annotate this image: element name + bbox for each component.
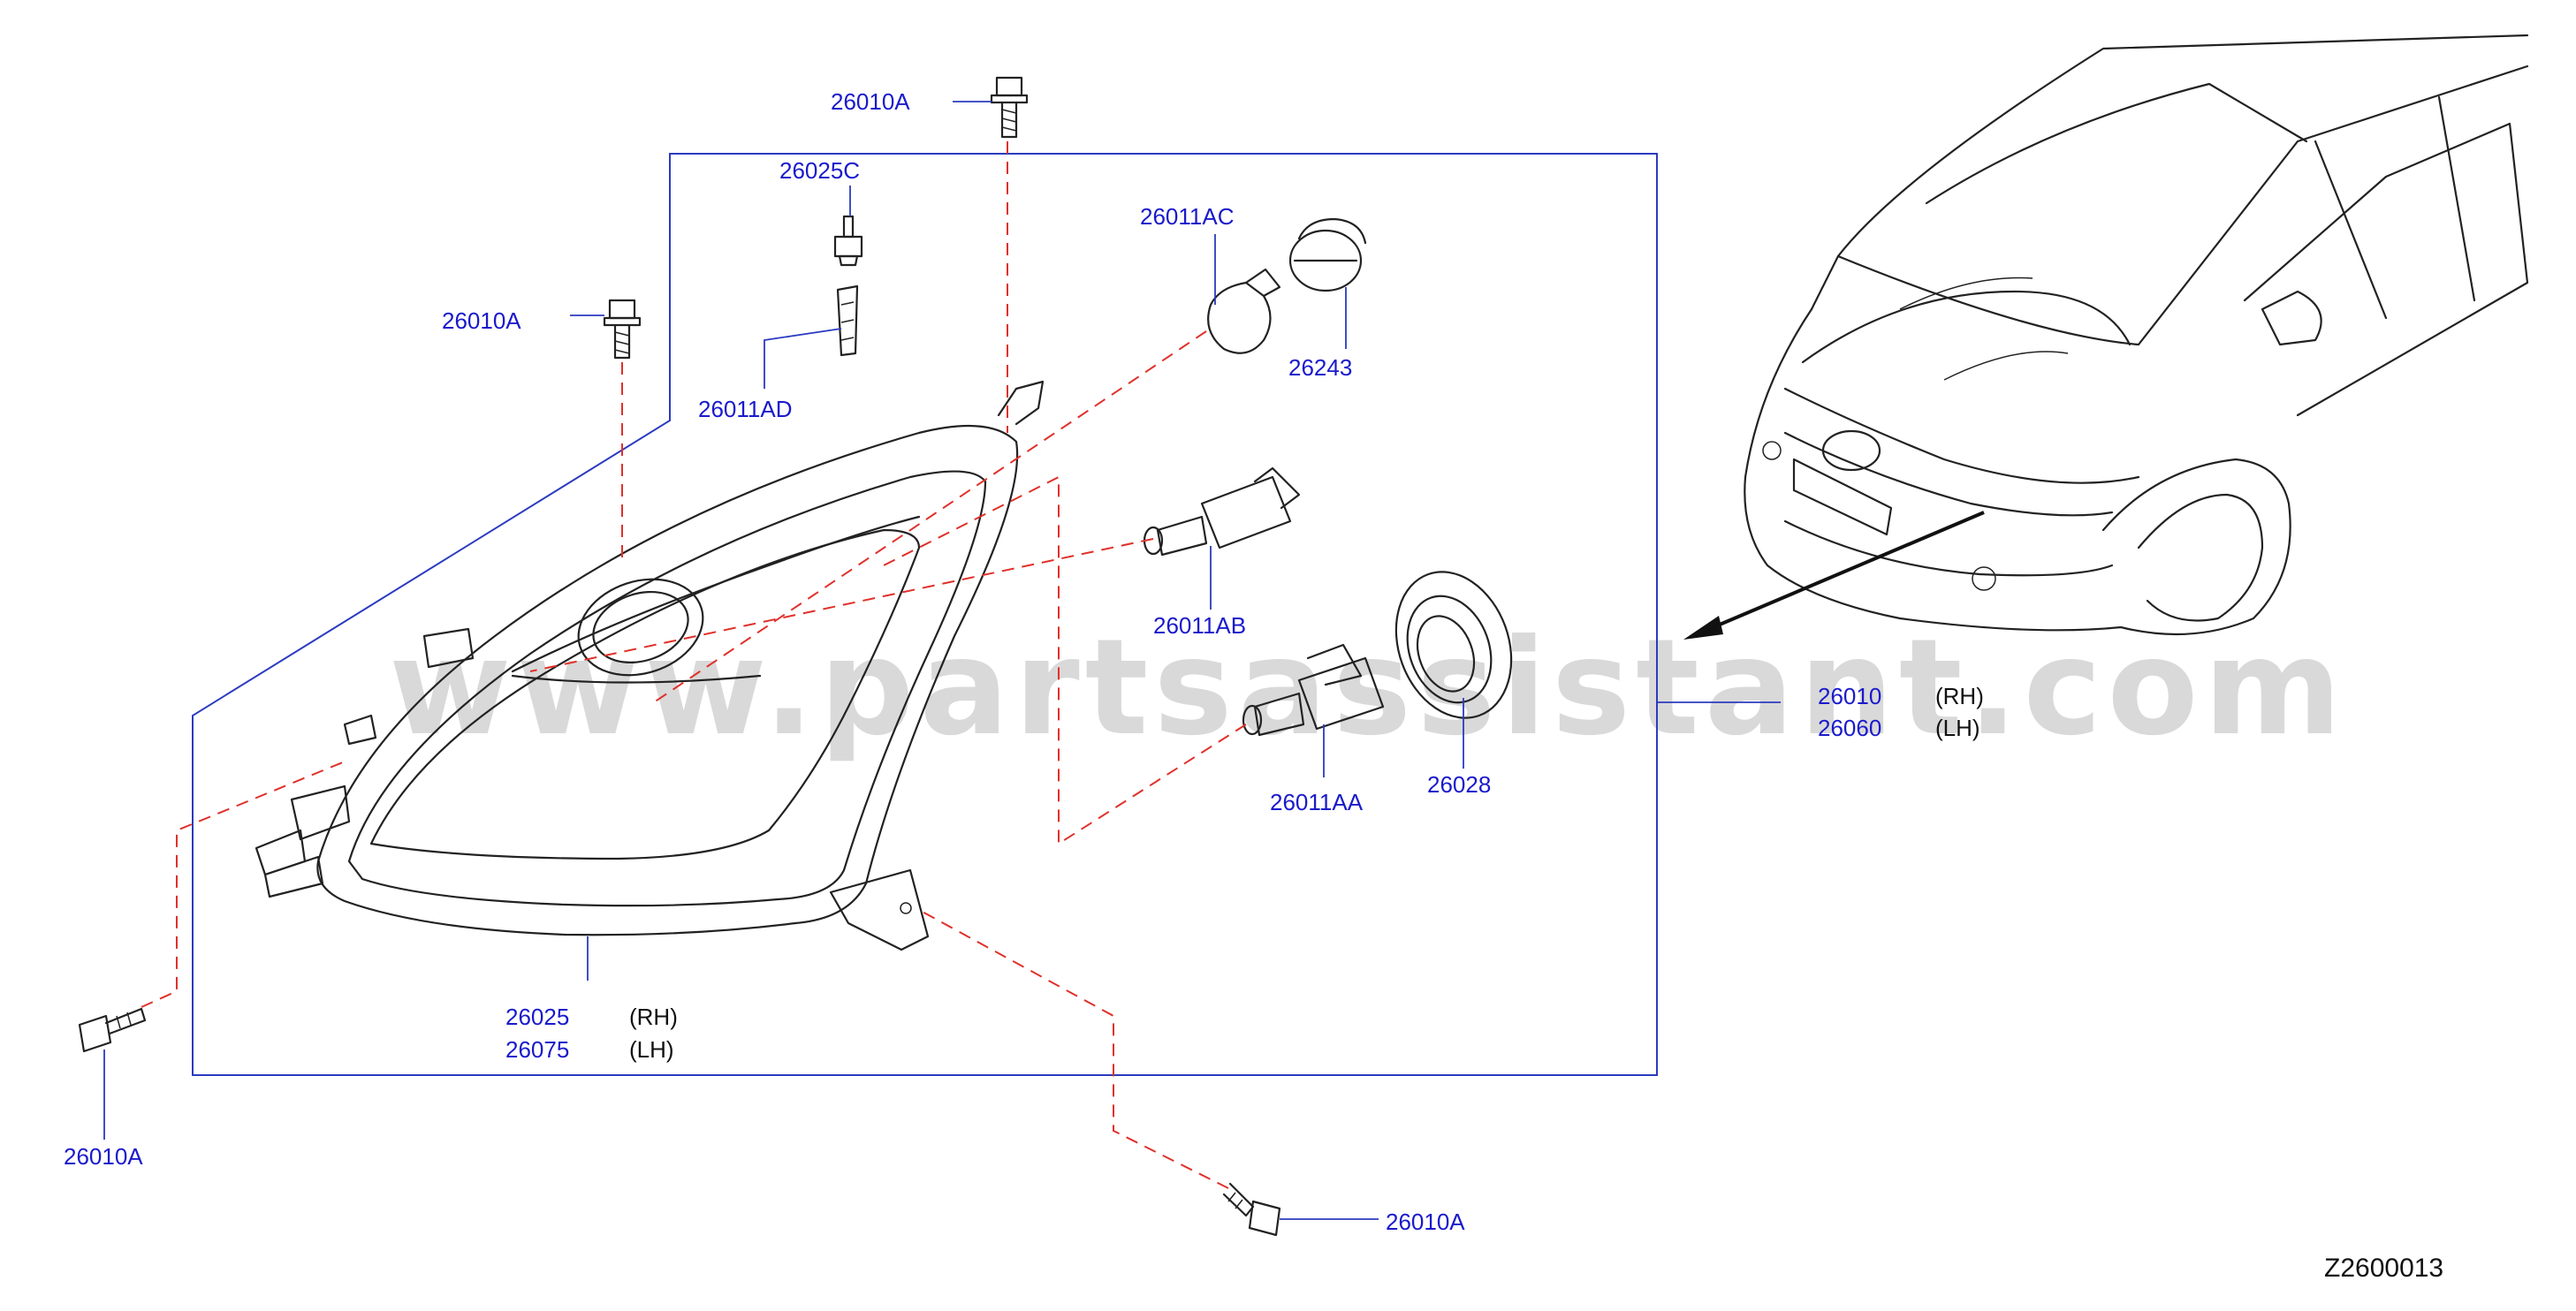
label-assembly-rh-side: (RH)	[1935, 683, 1984, 709]
label-housing-lh[interactable]: 26075	[505, 1036, 569, 1063]
seal-26028-icon[interactable]	[1377, 556, 1531, 734]
label-housing-rh[interactable]: 26025	[505, 1004, 569, 1030]
socket-26243-icon[interactable]	[1288, 217, 1367, 292]
label-26011ad[interactable]: 26011AD	[698, 396, 793, 422]
leader-26011ad	[764, 328, 842, 389]
bulb-26011ad-icon[interactable]	[836, 284, 859, 357]
label-housing-lh-side: (LH)	[629, 1036, 674, 1063]
align-lower-left-bolt	[141, 759, 350, 1008]
label-bolt-upper-left[interactable]: 26010A	[442, 307, 521, 334]
bulb-26011ac-icon[interactable]	[1207, 268, 1281, 354]
diagram-code: Z2600013	[2324, 1254, 2443, 1283]
label-housing-rh-side: (RH)	[629, 1004, 678, 1030]
align-26011ab	[529, 538, 1154, 672]
bulb-26011aa-icon[interactable]	[1242, 643, 1385, 737]
label-assembly-lh-side: (LH)	[1935, 715, 1980, 741]
bolt-upper-left-icon[interactable]	[603, 299, 642, 360]
align-26011ac	[653, 330, 1207, 703]
label-assembly-lh[interactable]: 26060	[1818, 715, 1881, 741]
label-bolt-bottom[interactable]: 26010A	[1386, 1209, 1465, 1235]
label-26011aa[interactable]: 26011AA	[1270, 789, 1364, 815]
assembly-arrow	[1696, 511, 1985, 636]
bolt-lower-left-icon[interactable]	[78, 1007, 147, 1053]
bolt-top-icon[interactable]	[990, 76, 1029, 139]
label-26011ab[interactable]: 26011AB	[1153, 612, 1246, 639]
bolt-bottom-icon[interactable]	[1222, 1182, 1281, 1237]
watermark: www.partsassistant.com	[389, 611, 2347, 765]
label-26028[interactable]: 26028	[1427, 771, 1491, 798]
align-bottom-bolt	[918, 909, 1229, 1189]
align-26011aa-seal	[883, 475, 1247, 845]
label-assembly-rh[interactable]: 26010	[1818, 683, 1881, 709]
arrow-head	[1683, 616, 1723, 640]
socket-26025c-icon[interactable]	[833, 215, 863, 267]
assembly-frame	[192, 153, 1658, 1076]
label-26011ac[interactable]: 26011AC	[1140, 203, 1235, 230]
bulb-26011ab-icon[interactable]	[1143, 466, 1301, 557]
label-26243[interactable]: 26243	[1288, 354, 1352, 381]
label-26025c[interactable]: 26025C	[779, 157, 860, 184]
label-bolt-top[interactable]: 26010A	[831, 88, 910, 115]
label-bolt-lower-left[interactable]: 26010A	[64, 1143, 143, 1170]
car-outline	[1744, 34, 2529, 636]
headlight-housing[interactable]	[255, 380, 1045, 951]
